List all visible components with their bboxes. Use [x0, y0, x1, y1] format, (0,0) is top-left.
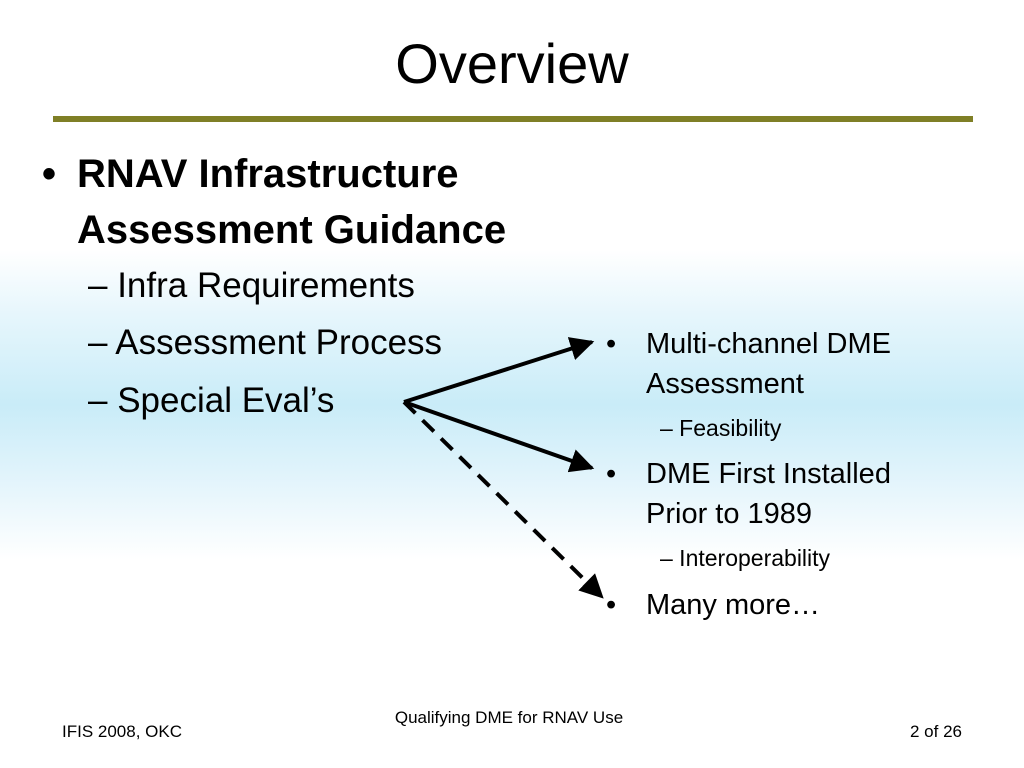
bullet-dot: • [42, 152, 57, 196]
footer-center: Qualifying DME for RNAV Use [394, 708, 624, 727]
sub-bullet-infra-requirements: – Infra Requirements [88, 266, 415, 305]
right-bullet-multichannel: • Multi-channel DME Assessment [606, 324, 986, 404]
right-bullet-dme-first-installed-text: DME First Installed Prior to 1989 [646, 454, 976, 534]
slide-title: Overview [395, 32, 629, 95]
dashed-arrow-to-many-more [402, 400, 604, 599]
right-bullet-line-1: DME First Installed [646, 458, 891, 490]
right-bullet-multichannel-text: Multi-channel DME Assessment [646, 324, 976, 404]
right-bullet-line-1: Multi-channel DME [646, 328, 891, 360]
right-sub-feasibility: – Feasibility [660, 415, 782, 441]
right-sub-interoperability: – Interoperability [660, 545, 831, 571]
footer-page-number: 2 of 26 [910, 722, 962, 741]
bullet-dot: • [606, 589, 617, 621]
arrow-to-dme-first-installed [403, 400, 595, 473]
right-bullet-dme-first-installed: • DME First Installed Prior to 1989 [606, 454, 986, 534]
title-divider [53, 116, 973, 122]
sub-bullet-assessment-process: – Assessment Process [88, 323, 443, 362]
bullet-dot: • [606, 328, 617, 360]
sub-bullet-special-evals: – Special Eval’s [88, 381, 335, 420]
right-bullet-many-more: • Many more… [606, 585, 986, 625]
arrow-to-multichannel [403, 337, 595, 404]
main-bullet-line-1: RNAV Infrastructure [77, 152, 459, 196]
right-bullet-line-2: Prior to 1989 [646, 498, 813, 530]
right-bullet-many-more-text: Many more… [646, 585, 976, 625]
right-bullet-line-2: Assessment [646, 368, 804, 400]
main-bullet-text: RNAV Infrastructure Assessment Guidance [77, 146, 597, 258]
footer-left: IFIS 2008, OKC [62, 722, 182, 741]
bullet-dot: • [606, 458, 617, 490]
main-bullet-line-2: Assessment Guidance [77, 208, 507, 252]
right-bullet-line-1: Many more… [646, 589, 821, 621]
